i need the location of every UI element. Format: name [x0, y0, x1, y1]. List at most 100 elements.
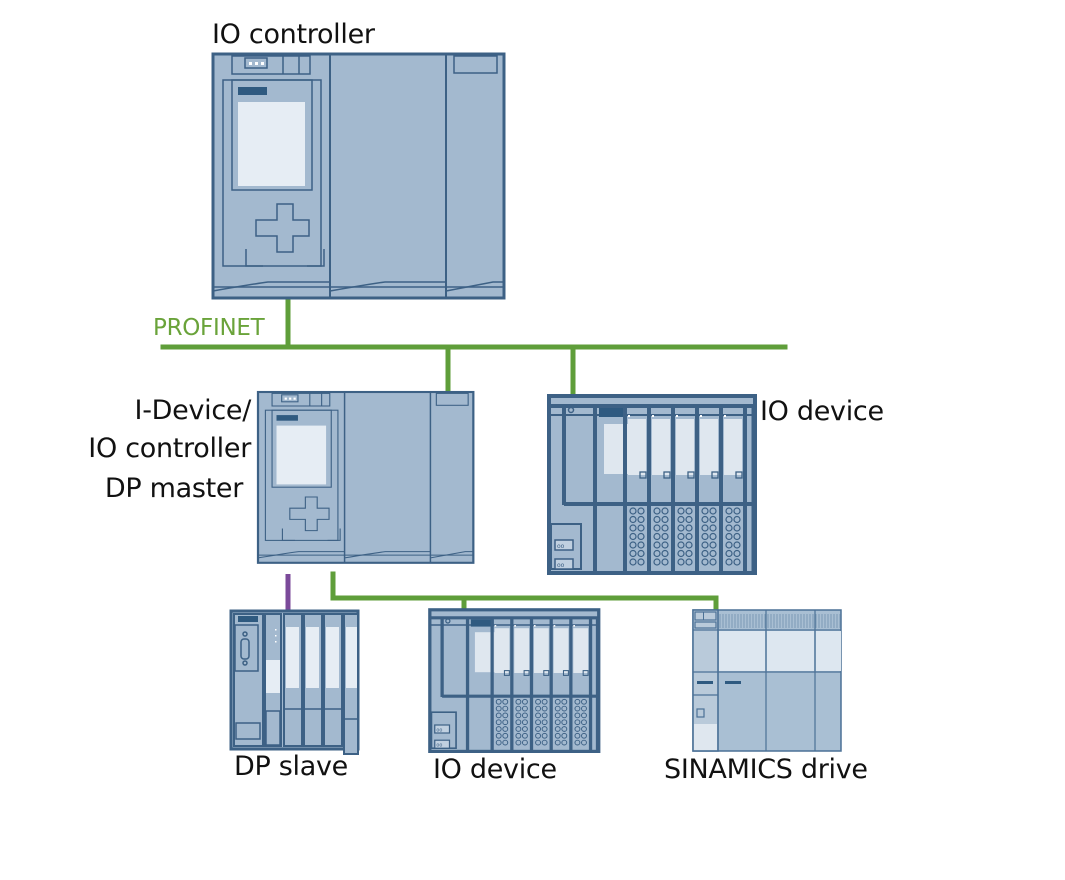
io-device-2-label: IO device: [433, 754, 557, 785]
terminal: [725, 515, 733, 524]
terminal: [554, 712, 561, 719]
io-module-button: [543, 670, 550, 676]
terminal: [515, 719, 522, 726]
terminal: [709, 532, 717, 541]
module-top-slot: [453, 55, 498, 74]
io-module-button: [711, 471, 719, 479]
terminal: [677, 524, 685, 532]
sinamics-drive-unit[interactable]: [692, 609, 842, 752]
terminal: [701, 541, 709, 549]
terminal: [701, 532, 709, 541]
terminal: [561, 712, 568, 719]
terminal: [581, 719, 587, 726]
terminal: [515, 712, 522, 719]
io-module-button: [687, 471, 695, 479]
io-module-button: [663, 471, 671, 479]
terminal: [637, 507, 645, 515]
terminal: [581, 712, 587, 719]
terminal: [653, 524, 661, 532]
terminal: [495, 712, 502, 719]
terminal: [561, 698, 568, 705]
status-led: [567, 406, 575, 414]
terminal: [521, 732, 528, 739]
terminal: [685, 549, 693, 558]
terminal: [521, 739, 528, 746]
terminal: [541, 719, 548, 726]
terminal: [581, 726, 587, 732]
io-module-window: [724, 419, 742, 475]
terminal: [581, 732, 587, 739]
terminal: [574, 705, 581, 712]
i-device-controller[interactable]: [256, 390, 475, 564]
terminal: [637, 541, 645, 549]
terminal: [733, 558, 741, 566]
terminal: [554, 698, 561, 705]
terminal: [541, 726, 548, 732]
terminal: [661, 515, 669, 524]
terminal: [535, 719, 542, 726]
terminal: [685, 541, 693, 549]
terminal: [677, 507, 685, 515]
terminal: [701, 558, 709, 566]
terminal: [521, 698, 528, 705]
terminal: [685, 558, 693, 566]
cpu-bottom-curve: [212, 281, 330, 292]
terminal: [629, 515, 637, 524]
terminal: [561, 739, 568, 746]
cpu-led: [284, 397, 287, 400]
terminal: [554, 719, 561, 726]
profinet-network: [160, 295, 788, 613]
dp-slave-io-modules: [283, 613, 359, 755]
terminal: [515, 698, 522, 705]
terminal: [629, 541, 637, 549]
io-module-button: [523, 670, 530, 676]
terminal: [495, 732, 502, 739]
terminal: [515, 705, 522, 712]
terminal: [685, 532, 693, 541]
terminal: [515, 739, 522, 746]
terminal: [495, 739, 502, 746]
terminal: [677, 532, 685, 541]
sinamics-drive-label: SINAMICS drive: [664, 754, 868, 785]
terminal: [629, 507, 637, 515]
terminal: [554, 739, 561, 746]
terminal: [515, 726, 522, 732]
io-controller-device[interactable]: [211, 52, 506, 300]
corner-mark: [327, 528, 341, 541]
io-module-window: [533, 628, 549, 673]
terminal: [502, 719, 509, 726]
terminal: [629, 558, 637, 566]
io-module-button: [562, 670, 569, 676]
profinet-secondary-line: [330, 571, 719, 613]
terminal: [661, 524, 669, 532]
navigation-keys: [289, 496, 330, 532]
terminal: [733, 541, 741, 549]
terminal: [515, 732, 522, 739]
terminal: [502, 739, 509, 746]
power-terminal: [434, 724, 451, 734]
terminal: [629, 549, 637, 558]
profinet-label: PROFINET: [153, 315, 265, 341]
terminal: [541, 732, 548, 739]
i-device-label-line3: DP master: [104, 473, 243, 504]
cpu-bottom-curve: [257, 551, 345, 559]
cpu-led: [249, 62, 252, 65]
i-device-label-line1: I-Device/: [134, 395, 252, 426]
terminal: [733, 515, 741, 524]
cpu-top-panel: [271, 392, 331, 407]
terminal: [574, 712, 581, 719]
siemens-logo: [276, 415, 298, 421]
terminal: [535, 726, 542, 732]
terminal: [554, 726, 561, 732]
cpu-display: [238, 102, 305, 186]
svg-text:oo: oo: [436, 727, 442, 733]
terminal: [725, 549, 733, 558]
terminal: [502, 732, 509, 739]
navigation-keys: [255, 203, 310, 253]
terminal: [554, 732, 561, 739]
dp-slave-unit[interactable]: [229, 609, 360, 755]
interface-module-window: [474, 632, 495, 673]
